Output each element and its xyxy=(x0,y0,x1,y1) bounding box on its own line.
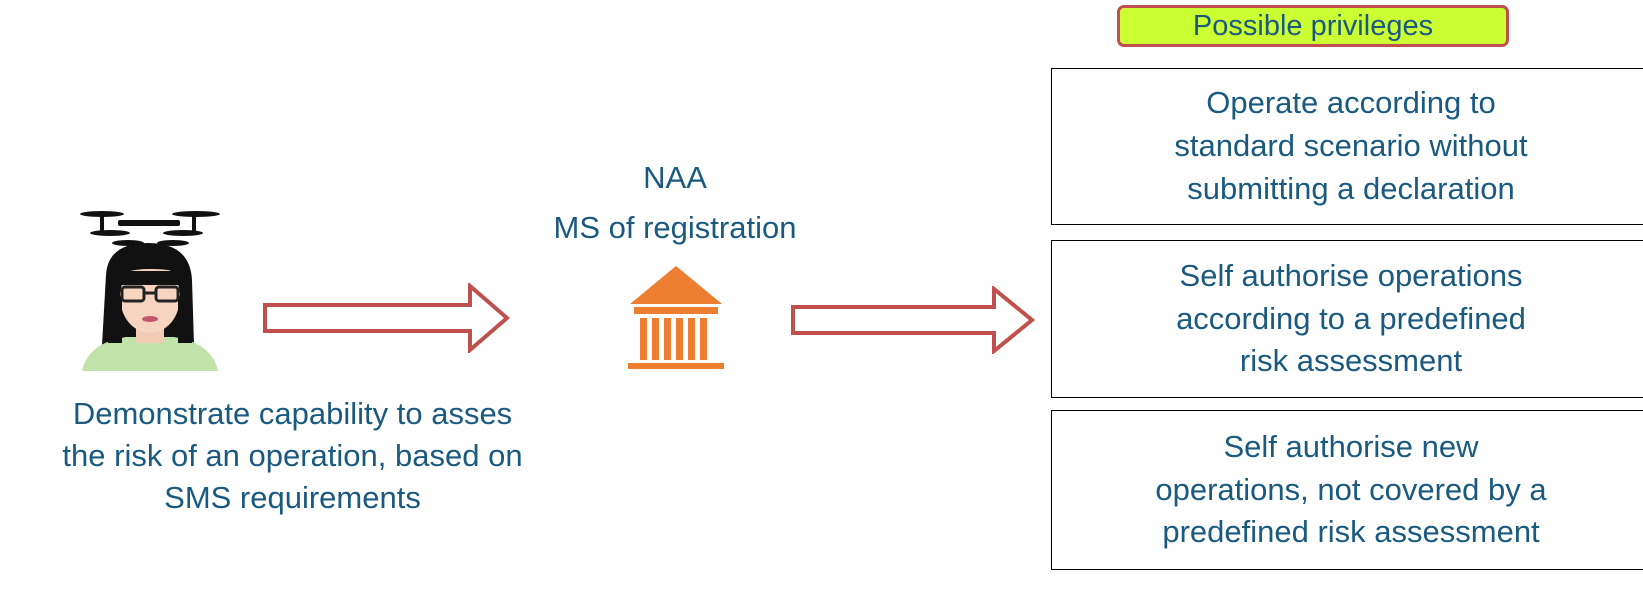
privilege-line: operations, not covered by a xyxy=(1155,471,1547,507)
privilege-line: Self authorise operations xyxy=(1179,257,1523,293)
privilege-box: Self authorise operations according to a… xyxy=(1051,240,1643,398)
privileges-header: Possible privileges xyxy=(1117,5,1509,47)
authority-title: NAA xyxy=(643,160,707,195)
flow-arrow-right xyxy=(263,283,511,353)
privilege-text: Self authorise new operations, not cover… xyxy=(1052,426,1643,554)
privilege-line: Self authorise new xyxy=(1223,428,1479,464)
privilege-line: Operate according to xyxy=(1206,85,1496,121)
privilege-line: risk assessment xyxy=(1239,343,1463,379)
flow-arrow-right xyxy=(791,286,1036,354)
authority-caption: NAA MS of registration xyxy=(510,153,840,252)
government-building-icon xyxy=(628,266,724,369)
privilege-text: Operate according to standard scenario w… xyxy=(1052,82,1643,210)
caption-line: Demonstrate capability to asses xyxy=(72,396,513,431)
privilege-line: according to a predefined xyxy=(1176,300,1526,336)
privilege-line: predefined risk assessment xyxy=(1162,514,1540,550)
caption-line: SMS requirements xyxy=(164,480,421,516)
privilege-line: submitting a declaration xyxy=(1187,170,1515,206)
authority-subtitle: MS of registration xyxy=(553,209,797,245)
privilege-line: standard scenario without xyxy=(1174,128,1528,164)
privilege-box: Operate according to standard scenario w… xyxy=(1051,68,1643,225)
privilege-box: Self authorise new operations, not cover… xyxy=(1051,410,1643,570)
drone-operator-icon xyxy=(80,211,220,371)
operator-capability-caption: Demonstrate capability to asses the risk… xyxy=(0,393,585,519)
caption-line: the risk of an operation, based on xyxy=(62,438,523,474)
privilege-text: Self authorise operations according to a… xyxy=(1052,255,1643,383)
